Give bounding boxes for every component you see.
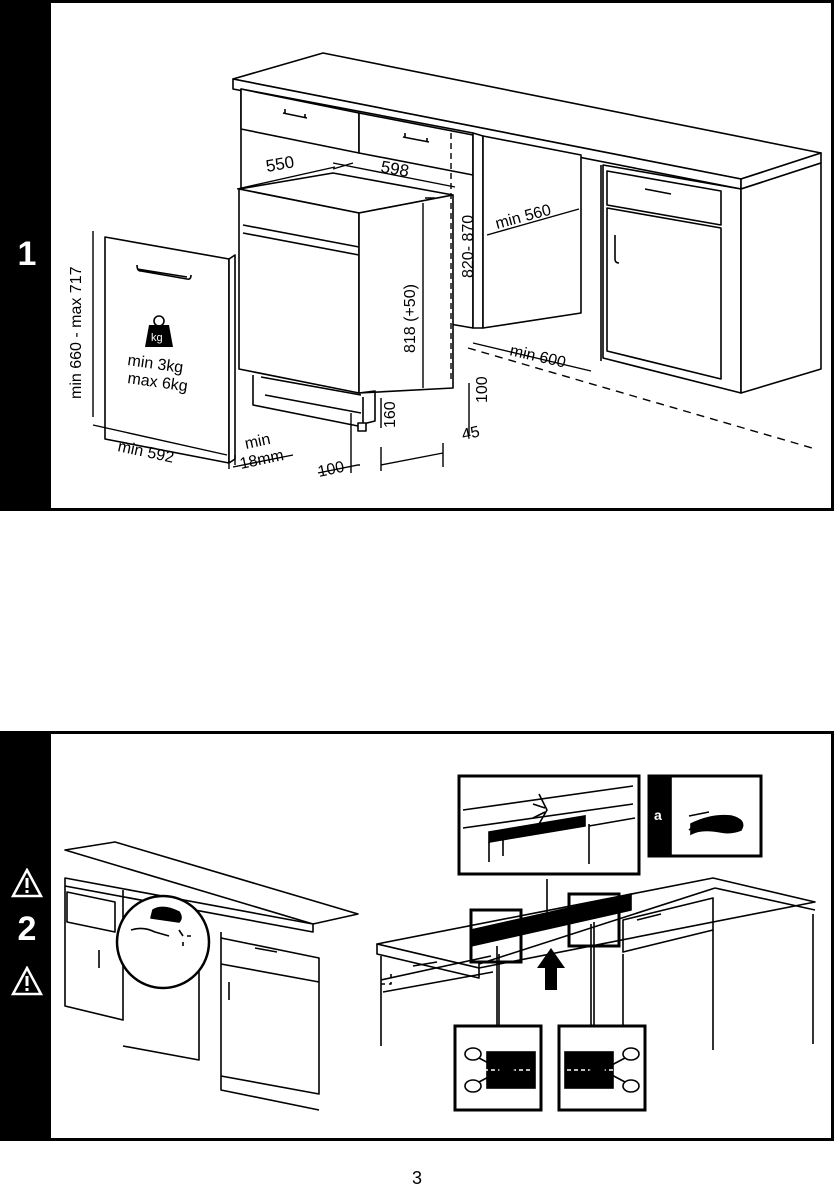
- highlight-box-right: [567, 892, 621, 948]
- cut-inset-left: [453, 1024, 543, 1112]
- dishwasher-body: [238, 172, 454, 432]
- dim-160: 160: [382, 401, 399, 428]
- highlight-box-left: [469, 908, 523, 964]
- dim-18mm: 18mm: [238, 447, 285, 473]
- dim-100-plinth: 100: [474, 376, 491, 403]
- cut-inset-right: [557, 1024, 647, 1112]
- step-1-number: 1: [17, 235, 37, 273]
- step-2-sidebar: 2: [3, 734, 51, 1138]
- dim-min-660-max-717: min 660 - max 717: [68, 266, 85, 399]
- dim-min-600: min 600: [508, 342, 567, 371]
- left-kitchen-scene: [64, 841, 359, 1111]
- dim-598: 598: [379, 157, 410, 181]
- kg-weight-icon: [145, 315, 173, 347]
- dim-818: 818 (+50): [402, 284, 419, 353]
- dim-550: 550: [264, 152, 295, 176]
- detail-inset-a: [647, 774, 763, 858]
- warning-icon: [11, 868, 43, 898]
- step-1-panel: 1: [0, 0, 834, 511]
- dim-min-label: min: [243, 431, 272, 453]
- warning-icon: [11, 966, 43, 996]
- up-arrow-icon: [537, 948, 565, 990]
- right-kitchen-scene: [376, 877, 816, 1054]
- step-2-number: 2: [17, 910, 37, 948]
- recess-side-cabinet: [472, 132, 582, 329]
- vapour-barrier-diagram: a: [64, 774, 816, 1112]
- step-1-sidebar: 1: [3, 3, 51, 508]
- countertop: [232, 52, 822, 190]
- dim-820-870: 820- 870: [460, 215, 477, 278]
- inset-a-label: a: [654, 807, 662, 823]
- kg-icon-label: kg: [151, 332, 163, 344]
- installation-dimensions-diagram: 550 598 820- 870 min 560 818 (+50) min 6…: [68, 52, 822, 481]
- dim-45: 45: [460, 424, 481, 444]
- detail-inset-top: [457, 774, 641, 876]
- step-2-panel: 2: [0, 731, 834, 1141]
- scissors-icon: [503, 1064, 601, 1076]
- page-number: 3: [411, 1168, 422, 1188]
- right-cabinet: [600, 162, 822, 394]
- furniture-door-panel: [104, 236, 236, 464]
- magnifier-circle: [115, 894, 211, 990]
- dim-100-bottom: 100: [316, 459, 346, 481]
